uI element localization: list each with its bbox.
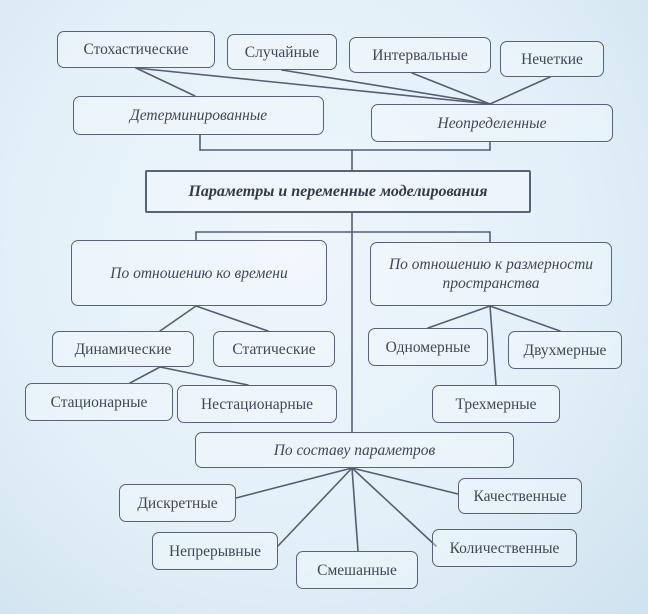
node-quantitative: Количественные: [432, 529, 577, 567]
link-time-dynamic: [159, 305, 197, 332]
node-static: Статические: [213, 331, 335, 367]
node-continuous: Непрерывные: [152, 532, 278, 570]
node-twodim: Двухмерные: [508, 331, 622, 369]
link-random-uncertain: [281, 69, 491, 105]
link-fuzzy-uncertain: [489, 76, 551, 105]
link-interval-uncertain: [411, 72, 491, 105]
node-discrete: Дискретные: [119, 484, 236, 522]
node-qualitative: Качественные: [458, 478, 582, 514]
node-space: По отношению к размерности пространства: [370, 242, 612, 306]
link-dynamic-nonstationary: [159, 366, 249, 386]
link-stochastic-deterministic: [135, 67, 196, 97]
link-space-twodim: [489, 305, 561, 332]
node-threedim: Трехмерные: [432, 385, 560, 423]
link-stochastic-uncertain: [135, 67, 491, 105]
node-root: Параметры и переменные моделирования: [145, 170, 531, 213]
node-fuzzy: Нечеткие: [500, 41, 604, 77]
link-dynamic-stationary: [129, 366, 161, 384]
node-stochastic: Стохастические: [57, 31, 215, 68]
node-random: Случайные: [227, 34, 337, 70]
link-comp-discrete: [235, 467, 353, 499]
node-composition: По составу параметров: [195, 432, 514, 468]
link-comp-qualitative: [351, 467, 459, 495]
link-time-static: [195, 305, 269, 332]
node-nonstationary: Нестационарные: [177, 385, 337, 423]
node-time: По отношению ко времени: [71, 240, 327, 306]
node-deterministic: Детерминированные: [73, 96, 324, 135]
node-stationary: Стационарные: [25, 383, 173, 421]
link-space-threedim: [489, 305, 497, 386]
link-comp-continuous: [277, 467, 353, 547]
node-interval: Интервальные: [349, 37, 491, 73]
link-space-onedim: [427, 305, 491, 329]
link-comp-quantitative: [351, 467, 437, 547]
link-comp-mixed: [351, 467, 359, 552]
node-onedim: Одномерные: [368, 328, 488, 366]
node-dynamic: Динамические: [52, 331, 194, 367]
node-uncertain: Неопределенные: [371, 104, 613, 142]
node-mixed: Смешанные: [296, 551, 418, 589]
